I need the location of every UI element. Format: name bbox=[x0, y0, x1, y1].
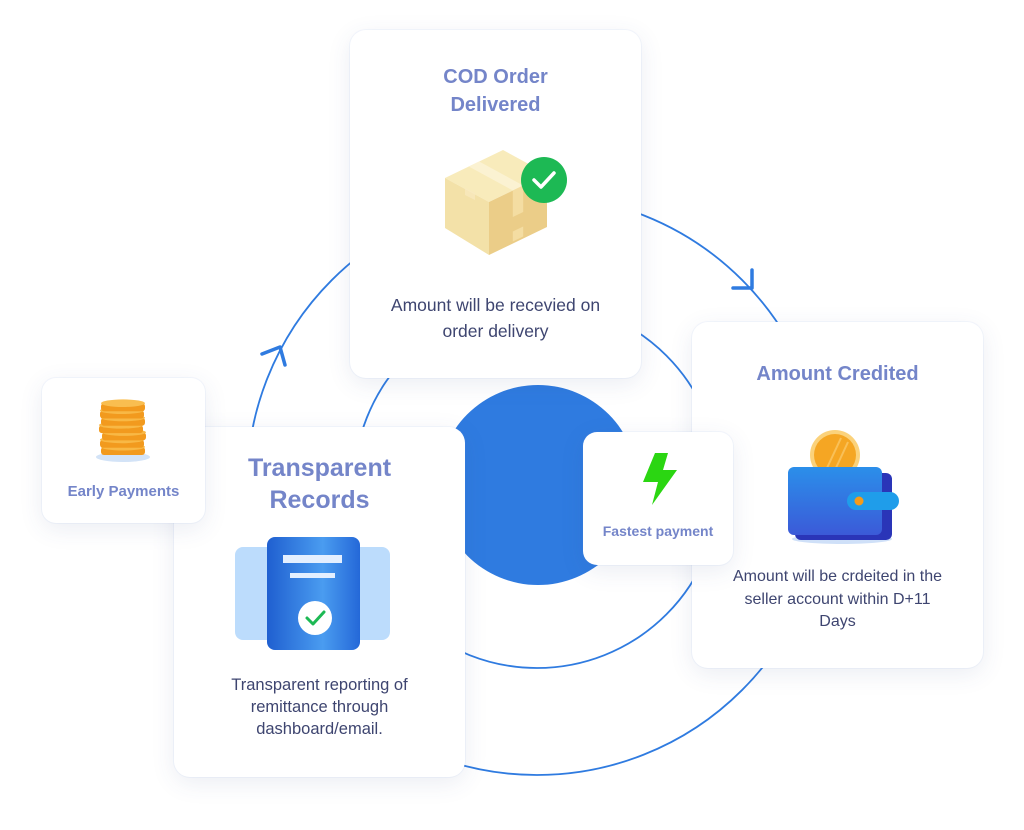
flow-arrow-up-icon bbox=[260, 345, 287, 367]
card-title-line: Delivered bbox=[450, 94, 541, 116]
card-description-line: order delivery bbox=[442, 321, 549, 341]
card-title-line: Amount Credited bbox=[756, 363, 919, 385]
wallet-coin-icon bbox=[788, 430, 899, 544]
card-description-line: Amount will be crdeited in the bbox=[733, 568, 942, 585]
card-description: Transparent reporting of remittance thro… bbox=[174, 674, 465, 740]
early-payments-card: Early Payments bbox=[42, 378, 205, 523]
card-description: Amount will be recevied on order deliver… bbox=[350, 292, 641, 344]
transparent-records-card: Transparent Records Transparent reportin… bbox=[174, 427, 465, 777]
card-title: COD Order Delivered bbox=[350, 63, 641, 119]
card-title: Transparent Records bbox=[174, 452, 465, 516]
fastest-payment-card: Fastest payment bbox=[583, 432, 733, 565]
check-badge-icon bbox=[521, 157, 567, 203]
card-description-line: remittance through bbox=[250, 698, 389, 716]
flow-arrow-down-right-icon bbox=[731, 268, 754, 290]
card-title-line: Transparent bbox=[247, 454, 392, 482]
card-description-line: seller account within D+11 bbox=[744, 590, 931, 608]
lightning-bolt-icon bbox=[643, 453, 677, 505]
card-description: Amount will be crdeited in the seller ac… bbox=[692, 566, 983, 634]
card-description-line: Transparent reporting of bbox=[231, 676, 408, 694]
cod-order-delivered-card: COD Order Delivered Amount will be recev… bbox=[350, 30, 641, 378]
card-label: Fastest payment bbox=[602, 523, 714, 539]
card-title: Amount Credited bbox=[692, 360, 983, 388]
card-title-line: Records bbox=[269, 486, 370, 514]
card-description-line: dashboard/email. bbox=[256, 720, 383, 738]
card-description-line: Days bbox=[819, 613, 856, 630]
coin-stack-icon bbox=[96, 399, 150, 462]
card-label: Early Payments bbox=[67, 483, 180, 500]
card-title-line: COD Order bbox=[443, 66, 548, 88]
card-description-line: Amount will be recevied on bbox=[390, 295, 601, 315]
document-check-icon bbox=[235, 537, 390, 650]
amount-credited-card: Amount Credited Amount will be crdeited … bbox=[692, 322, 983, 668]
